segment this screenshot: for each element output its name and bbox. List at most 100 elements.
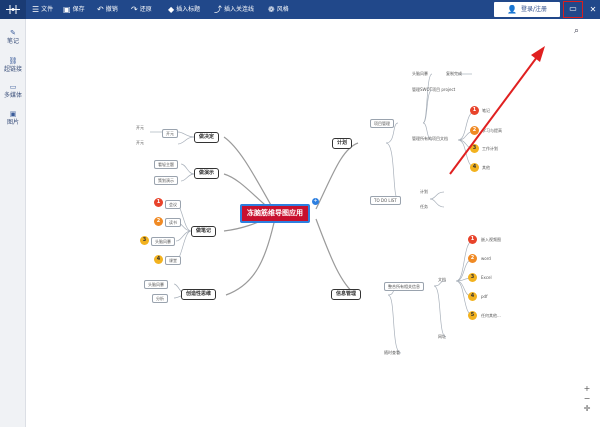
subtopic[interactable]: 策划演示 — [154, 176, 178, 185]
leaf[interactable]: 嵌入视频图 — [481, 237, 501, 242]
presentation-icon: ▭ — [569, 4, 577, 13]
undo-button[interactable]: ↶ 撤销 — [97, 0, 118, 19]
search-icon[interactable]: ⌕ — [574, 26, 580, 36]
sidebar-item-label: 笔记 — [6, 38, 19, 45]
priority-1-badge: 1 — [154, 198, 163, 207]
topic-plan[interactable]: 计划 — [332, 138, 353, 149]
topic-notes[interactable]: 做笔记 — [191, 226, 217, 237]
undo-label: 撤销 — [105, 6, 118, 13]
leaf[interactable]: 网址 — [438, 334, 446, 339]
menu-file-label: 文件 — [41, 6, 54, 13]
leaf[interactable]: 任何其他... — [481, 313, 501, 318]
left-sidebar: ✎ 笔记 ⛓ 超链接 ▭ 多媒体 ▣ 图片 — [0, 19, 26, 427]
tag-icon: ◆ — [168, 5, 175, 14]
leaf[interactable]: 工作计划 — [482, 146, 498, 151]
redo-button[interactable]: ↷ 还原 — [131, 0, 152, 19]
insert-tag-button[interactable]: ◆ 插入标题 — [168, 0, 200, 19]
close-icon: ✕ — [589, 5, 597, 14]
relation-line-icon: ⤴ — [214, 5, 222, 14]
leaf[interactable]: word — [481, 256, 491, 261]
topic-creative-thinking[interactable]: 创造性思维 — [181, 289, 217, 300]
sidebar-item-hyperlink[interactable]: ⛓ 超链接 — [0, 57, 26, 74]
topic-present[interactable]: 做演示 — [194, 168, 220, 179]
save-label: 保存 — [72, 6, 85, 13]
priority-3-badge: 3 — [140, 236, 149, 245]
priority-4-badge: 4 — [468, 292, 477, 301]
login-label: 登录/注册 — [520, 6, 547, 13]
annotation-arrow — [449, 46, 545, 175]
sidebar-item-label: 图片 — [6, 119, 19, 126]
topic-decide[interactable]: 做决定 — [194, 132, 220, 143]
subtopic[interactable]: 开元 — [162, 129, 178, 138]
mindmap-canvas[interactable]: ⌕ 冻脑筋维导图应用 + 做决定 做演示 做笔记 创造性思维 开元 开元 开元 … — [26, 19, 600, 427]
subtopic[interactable]: 读书 — [165, 218, 181, 227]
priority-4-badge: 4 — [154, 255, 163, 264]
leaf[interactable]: 笔记 — [482, 108, 490, 113]
subtopic[interactable]: 看轻主题 — [154, 160, 178, 169]
pencil-icon: ✎ — [10, 29, 16, 37]
app-logo[interactable] — [0, 0, 26, 19]
priority-1-badge: 1 — [468, 235, 477, 244]
leaf[interactable]: 计划 — [420, 189, 428, 194]
redo-icon: ↷ — [131, 5, 138, 14]
zoom-controls: + − ✛ — [580, 384, 594, 414]
zoom-out-icon[interactable]: − — [583, 394, 591, 403]
undo-icon: ↶ — [97, 5, 104, 14]
subtopic[interactable]: 头脑风暴 — [144, 280, 168, 289]
leaf[interactable]: 开元 — [136, 125, 144, 130]
zoom-in-icon[interactable]: + — [583, 384, 591, 393]
close-button[interactable]: ✕ — [586, 0, 600, 19]
sidebar-item-image[interactable]: ▣ 图片 — [0, 110, 26, 127]
subtopic[interactable]: 会议 — [165, 200, 181, 209]
login-register-button[interactable]: 👤 登录/注册 — [494, 2, 560, 17]
subtopic[interactable]: 分析 — [152, 294, 168, 303]
style-button[interactable]: ❁ 风格 — [268, 0, 289, 19]
sidebar-item-label: 多媒体 — [3, 92, 22, 99]
leaf[interactable]: 复制完成 — [446, 71, 462, 76]
presentation-mode-button[interactable]: ▭ — [563, 1, 583, 18]
root-topic[interactable]: 冻脑筋维导图应用 — [240, 204, 310, 223]
leaf[interactable]: 任务 — [420, 204, 428, 209]
add-node-icon[interactable]: + — [312, 198, 319, 205]
mindmap-logo-icon — [6, 5, 20, 14]
link-icon: ⛓ — [8, 57, 18, 65]
media-icon: ▭ — [9, 83, 17, 91]
leaf[interactable]: 管理所有的项目文档 — [412, 136, 448, 141]
leaf[interactable]: 开元 — [136, 140, 144, 145]
leaf[interactable]: pdf — [481, 294, 488, 299]
palette-icon: ❁ — [268, 5, 275, 14]
priority-1-badge: 1 — [470, 106, 479, 115]
priority-3-badge: 3 — [470, 144, 479, 153]
leaf[interactable]: 其他 — [482, 165, 490, 170]
priority-5-badge: 5 — [468, 311, 477, 320]
topic-info-management[interactable]: 信息管理 — [331, 289, 362, 300]
subtopic[interactable]: 课堂 — [165, 256, 181, 265]
priority-2-badge: 2 — [468, 254, 477, 263]
menu-file-button[interactable]: ☰ 文件 — [32, 0, 53, 19]
subtopic[interactable]: 整合所有相关信息 — [384, 282, 424, 291]
leaf[interactable]: 头脑风暴 — [412, 71, 428, 76]
subtopic[interactable]: TO DO LIST — [370, 196, 401, 205]
sidebar-item-media[interactable]: ▭ 多媒体 — [0, 83, 26, 100]
image-icon: ▣ — [9, 110, 17, 118]
leaf[interactable]: 文档 — [438, 277, 446, 282]
fit-view-icon[interactable]: ✛ — [583, 404, 591, 413]
user-icon: 👤 — [507, 5, 517, 14]
leaf[interactable]: 学习与提高 — [482, 128, 502, 133]
subtopic[interactable]: 项目管理 — [370, 119, 394, 128]
subtopic[interactable]: 头脑风暴 — [151, 237, 175, 246]
leaf[interactable]: 管理SWOT项目 project — [412, 87, 456, 92]
insert-tag-label: 插入标题 — [176, 6, 201, 13]
save-icon: ▣ — [63, 5, 71, 14]
leaf[interactable]: Excel — [481, 275, 492, 280]
top-toolbar: ☰ 文件 ▣ 保存 ↶ 撤销 ↷ 还原 ◆ 插入标题 ⤴ 插入关连线 ❁ 风格 … — [0, 0, 600, 19]
insert-link-button[interactable]: ⤴ 插入关连线 — [214, 0, 254, 19]
priority-3-badge: 3 — [468, 273, 477, 282]
sidebar-item-label: 超链接 — [3, 66, 22, 73]
leaf[interactable]: 随时查看 — [384, 350, 400, 355]
save-button[interactable]: ▣ 保存 — [63, 0, 85, 19]
sidebar-item-notes[interactable]: ✎ 笔记 — [0, 29, 26, 46]
hamburger-menu-icon: ☰ — [32, 5, 40, 14]
redo-label: 还原 — [139, 6, 152, 13]
style-label: 风格 — [276, 6, 289, 13]
